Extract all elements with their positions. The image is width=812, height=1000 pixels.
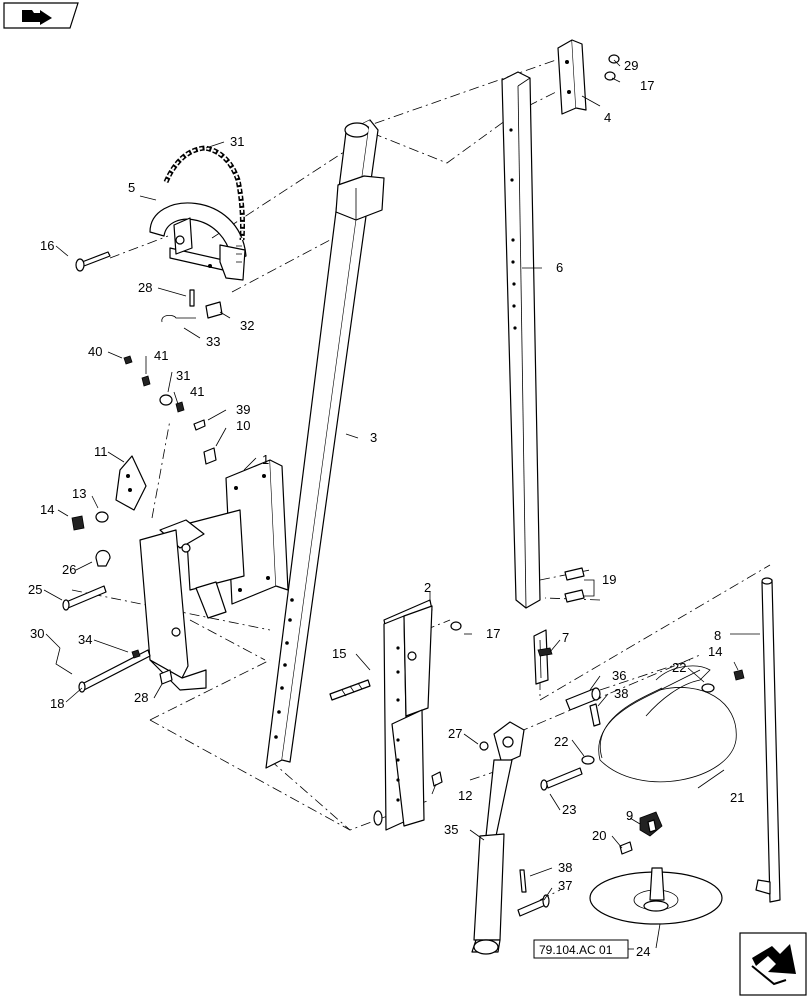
callout-17-mid: 17	[486, 626, 500, 641]
part-36-pin	[565, 687, 601, 727]
callout-37: 37	[558, 878, 572, 893]
part-4-bracket	[557, 39, 620, 115]
part-25-pin	[62, 549, 111, 611]
part-31-chain	[163, 145, 245, 241]
callout-3: 3	[370, 430, 377, 445]
callout-28-bottom: 28	[134, 690, 148, 705]
callout-6: 6	[556, 260, 563, 275]
callout-14-right: 14	[708, 644, 722, 659]
callout-labels: 1 2 3 4 5 6 7 8 9 10 11 12 13 14 14 15 1…	[28, 58, 744, 959]
part-3-main-tube	[265, 119, 385, 769]
callout-15: 15	[332, 646, 346, 661]
callout-25: 25	[28, 582, 42, 597]
part-7-bracket	[533, 567, 585, 685]
callout-38-top: 38	[614, 686, 628, 701]
callout-9: 9	[626, 808, 633, 823]
callout-36: 36	[612, 668, 626, 683]
callout-13: 13	[72, 486, 86, 501]
callout-41-top: 41	[154, 348, 168, 363]
callout-10: 10	[236, 418, 250, 433]
callout-20: 20	[592, 828, 606, 843]
part-2-slide-bracket	[373, 599, 433, 831]
callout-30: 30	[30, 626, 44, 641]
callout-33: 33	[206, 334, 220, 349]
callout-1: 1	[262, 452, 269, 467]
callout-18: 18	[50, 696, 64, 711]
part-1-mount-bracket	[139, 459, 289, 691]
callout-24: 24	[636, 944, 650, 959]
callout-7: 7	[562, 630, 569, 645]
callout-31-top: 31	[230, 134, 244, 149]
part-28-32-33-fasteners	[161, 289, 223, 323]
callout-23: 23	[562, 802, 576, 817]
callout-16: 16	[40, 238, 54, 253]
callout-2: 2	[424, 580, 431, 595]
forward-arrow-icon[interactable]	[739, 932, 807, 996]
part-21-wire-frame	[598, 665, 737, 783]
callout-21: 21	[730, 790, 744, 805]
callout-19: 19	[602, 572, 616, 587]
callout-22-right: 22	[672, 660, 686, 675]
part-9-hub	[619, 811, 663, 855]
callout-4: 4	[604, 110, 611, 125]
callout-40: 40	[88, 344, 102, 359]
callout-12: 12	[458, 788, 472, 803]
callout-35: 35	[444, 822, 458, 837]
callout-32: 32	[240, 318, 254, 333]
callout-17-top: 17	[640, 78, 654, 93]
figure-reference: 79.104.AC 01	[533, 939, 634, 959]
callout-38-bottom: 38	[558, 860, 572, 875]
part-16-bolt	[75, 251, 111, 272]
part-18-pin	[55, 647, 173, 693]
callout-39: 39	[236, 402, 250, 417]
part-35-cylinder	[471, 721, 525, 955]
callout-34: 34	[78, 632, 92, 647]
callout-28-top: 28	[138, 280, 152, 295]
leader-lines	[43, 59, 760, 949]
part-24-disc	[589, 867, 723, 925]
callout-31-mid: 31	[176, 368, 190, 383]
callout-29: 29	[624, 58, 638, 73]
part-23-bolt	[540, 669, 745, 791]
part-8-rod	[755, 577, 781, 903]
part-6-vertical-bar	[501, 71, 541, 609]
callout-27: 27	[448, 726, 462, 741]
callout-14: 14	[40, 502, 54, 517]
callout-5: 5	[128, 180, 135, 195]
part-37-pin	[517, 869, 550, 917]
callout-11: 11	[94, 444, 108, 459]
figure-reference-label: 79.104.AC 01	[539, 943, 613, 957]
part-5-chain-holder	[149, 202, 247, 281]
part-15-bolt	[329, 621, 462, 787]
callout-41-bottom: 41	[190, 384, 204, 399]
part-11-plate	[71, 447, 217, 531]
callout-22-left: 22	[554, 734, 568, 749]
back-arrow-icon[interactable]	[3, 2, 79, 29]
callout-26: 26	[62, 562, 76, 577]
callout-8: 8	[714, 628, 721, 643]
small-parts-cluster	[123, 355, 206, 431]
